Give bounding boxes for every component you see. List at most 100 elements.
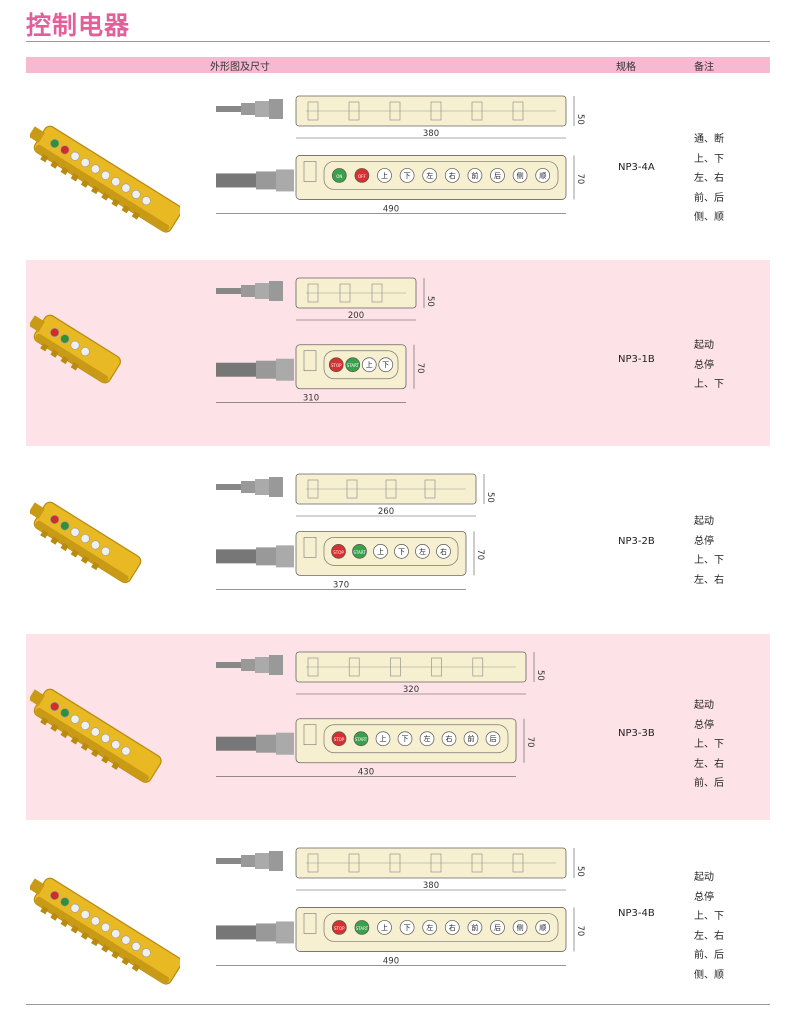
front-height-label: 70	[525, 737, 535, 748]
front-button	[535, 168, 551, 183]
side-length-label: 320	[403, 685, 419, 695]
button-label: 上	[380, 734, 387, 743]
front-height-label: 70	[475, 549, 485, 560]
front-button	[353, 731, 369, 747]
function-notes: 起动总停上、下左、右前、后侧、顺	[694, 868, 724, 985]
note-item: 起动	[694, 516, 714, 527]
front-button	[490, 168, 505, 183]
model-spec: NP3-4B	[618, 908, 655, 919]
front-button	[422, 920, 438, 935]
note-item: 侧、顺	[694, 969, 724, 981]
front-button	[444, 168, 460, 183]
model-spec: NP3-3B	[618, 728, 655, 739]
front-button	[415, 544, 430, 559]
front-length-label: 430	[358, 768, 374, 778]
function-notes: 通、断上、下左、右前、后侧、顺	[694, 130, 724, 228]
button-label: START	[355, 737, 368, 742]
button-label: 后	[494, 171, 501, 180]
button-label: 右	[449, 923, 456, 932]
front-button	[535, 920, 551, 935]
front-button	[422, 168, 438, 183]
button-label: STOP	[333, 550, 344, 555]
table-header: 外形图及尺寸 规格 备注	[26, 57, 770, 73]
button-label: START	[356, 926, 369, 931]
note-item: 起动	[694, 340, 714, 351]
side-cable-gland	[216, 281, 283, 301]
front-button	[467, 168, 483, 183]
front-button	[512, 168, 528, 183]
button-label: OFF	[358, 174, 366, 179]
note-item: 总停	[694, 359, 714, 371]
front-button	[441, 731, 457, 747]
button-label: 上	[381, 923, 388, 932]
note-item: 上、下	[694, 739, 724, 750]
button-label: START	[353, 550, 366, 555]
front-button	[331, 920, 347, 935]
button-label: 侧	[517, 923, 524, 932]
front-button	[397, 731, 413, 747]
note-item: 总停	[694, 535, 714, 547]
side-cable-gland	[216, 99, 283, 119]
side-cable-gland	[216, 655, 283, 675]
note-item: 左、右	[694, 930, 724, 942]
front-button	[490, 920, 505, 935]
front-button	[375, 731, 391, 747]
note-item: 左、右	[694, 758, 724, 770]
front-button	[331, 544, 346, 559]
note-item: 左、右	[694, 173, 724, 184]
header-notes: 备注	[694, 62, 714, 73]
front-button	[436, 544, 451, 559]
note-item: 侧、顺	[694, 212, 724, 223]
note-item: 前、后	[694, 778, 724, 789]
front-height-label: 70	[575, 925, 585, 936]
note-item: 上、下	[694, 153, 724, 165]
button-label: 下	[404, 924, 411, 932]
front-cable-gland	[216, 732, 294, 755]
button-label: 下	[382, 361, 389, 369]
header-dimensions: 外形图及尺寸	[210, 62, 270, 73]
side-height-label: 50	[575, 114, 585, 125]
side-length-label: 380	[423, 881, 439, 891]
front-button	[373, 544, 388, 559]
function-notes: 起动总停上、下左、右	[694, 512, 724, 590]
function-notes: 起动总停上、下左、右前、后	[694, 696, 724, 794]
side-cable-gland	[216, 477, 283, 497]
button-label: 左	[426, 923, 433, 932]
button-label: 后	[490, 734, 497, 743]
button-label: STOP	[334, 926, 345, 931]
front-button	[331, 168, 347, 183]
side-cable-gland	[216, 851, 283, 871]
button-label: 顺	[539, 172, 546, 180]
front-length-label: 370	[333, 580, 349, 590]
note-item: 总停	[694, 719, 714, 731]
front-height-label: 70	[575, 173, 585, 184]
side-height-label: 50	[575, 866, 585, 877]
button-label: START	[347, 363, 360, 368]
model-spec: NP3-2B	[618, 536, 655, 547]
front-button	[378, 357, 394, 373]
front-button	[419, 731, 435, 747]
front-button	[377, 168, 392, 183]
side-height-label: 50	[485, 492, 495, 503]
button-label: 前	[468, 734, 475, 743]
front-button	[444, 920, 460, 935]
front-button	[512, 920, 528, 935]
front-cable-gland	[216, 545, 294, 568]
product-photo	[30, 125, 180, 233]
note-item: 起动	[694, 872, 714, 883]
note-item: 上、下	[694, 555, 724, 566]
front-button	[361, 357, 377, 373]
note-item: 起动	[694, 700, 714, 711]
button-label: 侧	[517, 171, 524, 180]
button-label: 左	[419, 547, 426, 556]
function-notes: 起动总停上、下	[694, 336, 724, 395]
front-button	[463, 731, 479, 747]
front-button	[345, 357, 361, 373]
side-height-label: 50	[425, 296, 435, 307]
front-button	[354, 920, 370, 935]
button-label: 后	[494, 923, 501, 932]
